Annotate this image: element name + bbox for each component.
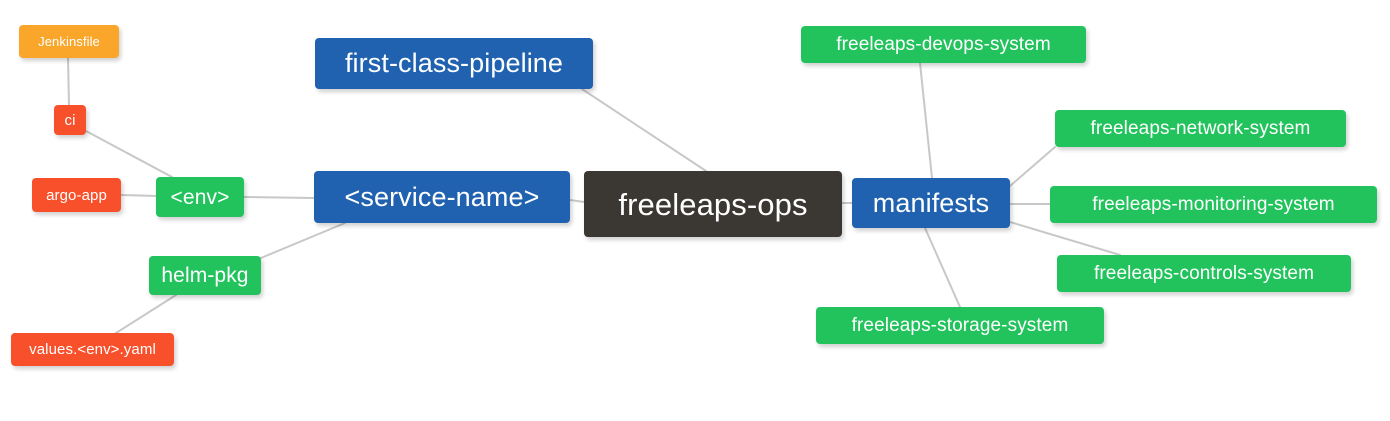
node-network-label: freeleaps-network-system <box>1090 118 1311 139</box>
node-pipeline[interactable]: first-class-pipeline <box>315 38 593 89</box>
node-jenkinsfile[interactable]: Jenkinsfile <box>19 25 119 58</box>
node-controls[interactable]: freeleaps-controls-system <box>1057 255 1351 292</box>
node-manifests[interactable]: manifests <box>852 178 1010 228</box>
node-jenkinsfile-label: Jenkinsfile <box>38 34 100 49</box>
node-network[interactable]: freeleaps-network-system <box>1055 110 1346 147</box>
node-service[interactable]: <service-name> <box>314 171 570 223</box>
edge-service-to-helm <box>260 222 346 259</box>
node-argoapp[interactable]: argo-app <box>32 178 121 212</box>
node-controls-label: freeleaps-controls-system <box>1093 263 1315 284</box>
node-env-label: <env> <box>170 185 230 209</box>
node-storage[interactable]: freeleaps-storage-system <box>816 307 1104 344</box>
node-root-label: freeleaps-ops <box>618 186 808 222</box>
node-root[interactable]: freeleaps-ops <box>584 171 842 237</box>
edge-devops-to-manifests <box>919 62 933 179</box>
edge-manifests-to-network <box>1009 146 1056 187</box>
node-ci-label: ci <box>64 111 76 129</box>
node-manifests-label: manifests <box>872 187 990 218</box>
edge-pipeline-to-root <box>581 88 707 172</box>
node-storage-label: freeleaps-storage-system <box>851 315 1069 336</box>
edge-env-to-service <box>243 196 315 199</box>
node-ci[interactable]: ci <box>54 105 86 135</box>
node-env[interactable]: <env> <box>156 177 244 217</box>
edge-ci-to-env <box>85 130 173 178</box>
node-devops[interactable]: freeleaps-devops-system <box>801 26 1086 63</box>
edge-manifests-to-controls <box>1009 221 1121 256</box>
node-monitoring[interactable]: freeleaps-monitoring-system <box>1050 186 1377 223</box>
edge-jenkinsfile-to-ci <box>67 57 70 106</box>
node-service-label: <service-name> <box>344 181 540 212</box>
node-helm-label: helm-pkg <box>161 264 249 287</box>
node-devops-label: freeleaps-devops-system <box>836 34 1051 55</box>
node-argoapp-label: argo-app <box>46 186 107 204</box>
node-monitoring-label: freeleaps-monitoring-system <box>1092 194 1335 215</box>
edge-helm-to-values <box>115 294 177 334</box>
edge-manifests-to-storage <box>924 227 961 308</box>
node-values-label: values.<env>.yaml <box>29 341 156 358</box>
edge-service-to-root <box>569 199 585 203</box>
node-helm[interactable]: helm-pkg <box>149 256 261 295</box>
edge-argoapp-to-env <box>120 194 157 197</box>
node-values[interactable]: values.<env>.yaml <box>11 333 174 366</box>
node-pipeline-label: first-class-pipeline <box>344 48 564 78</box>
